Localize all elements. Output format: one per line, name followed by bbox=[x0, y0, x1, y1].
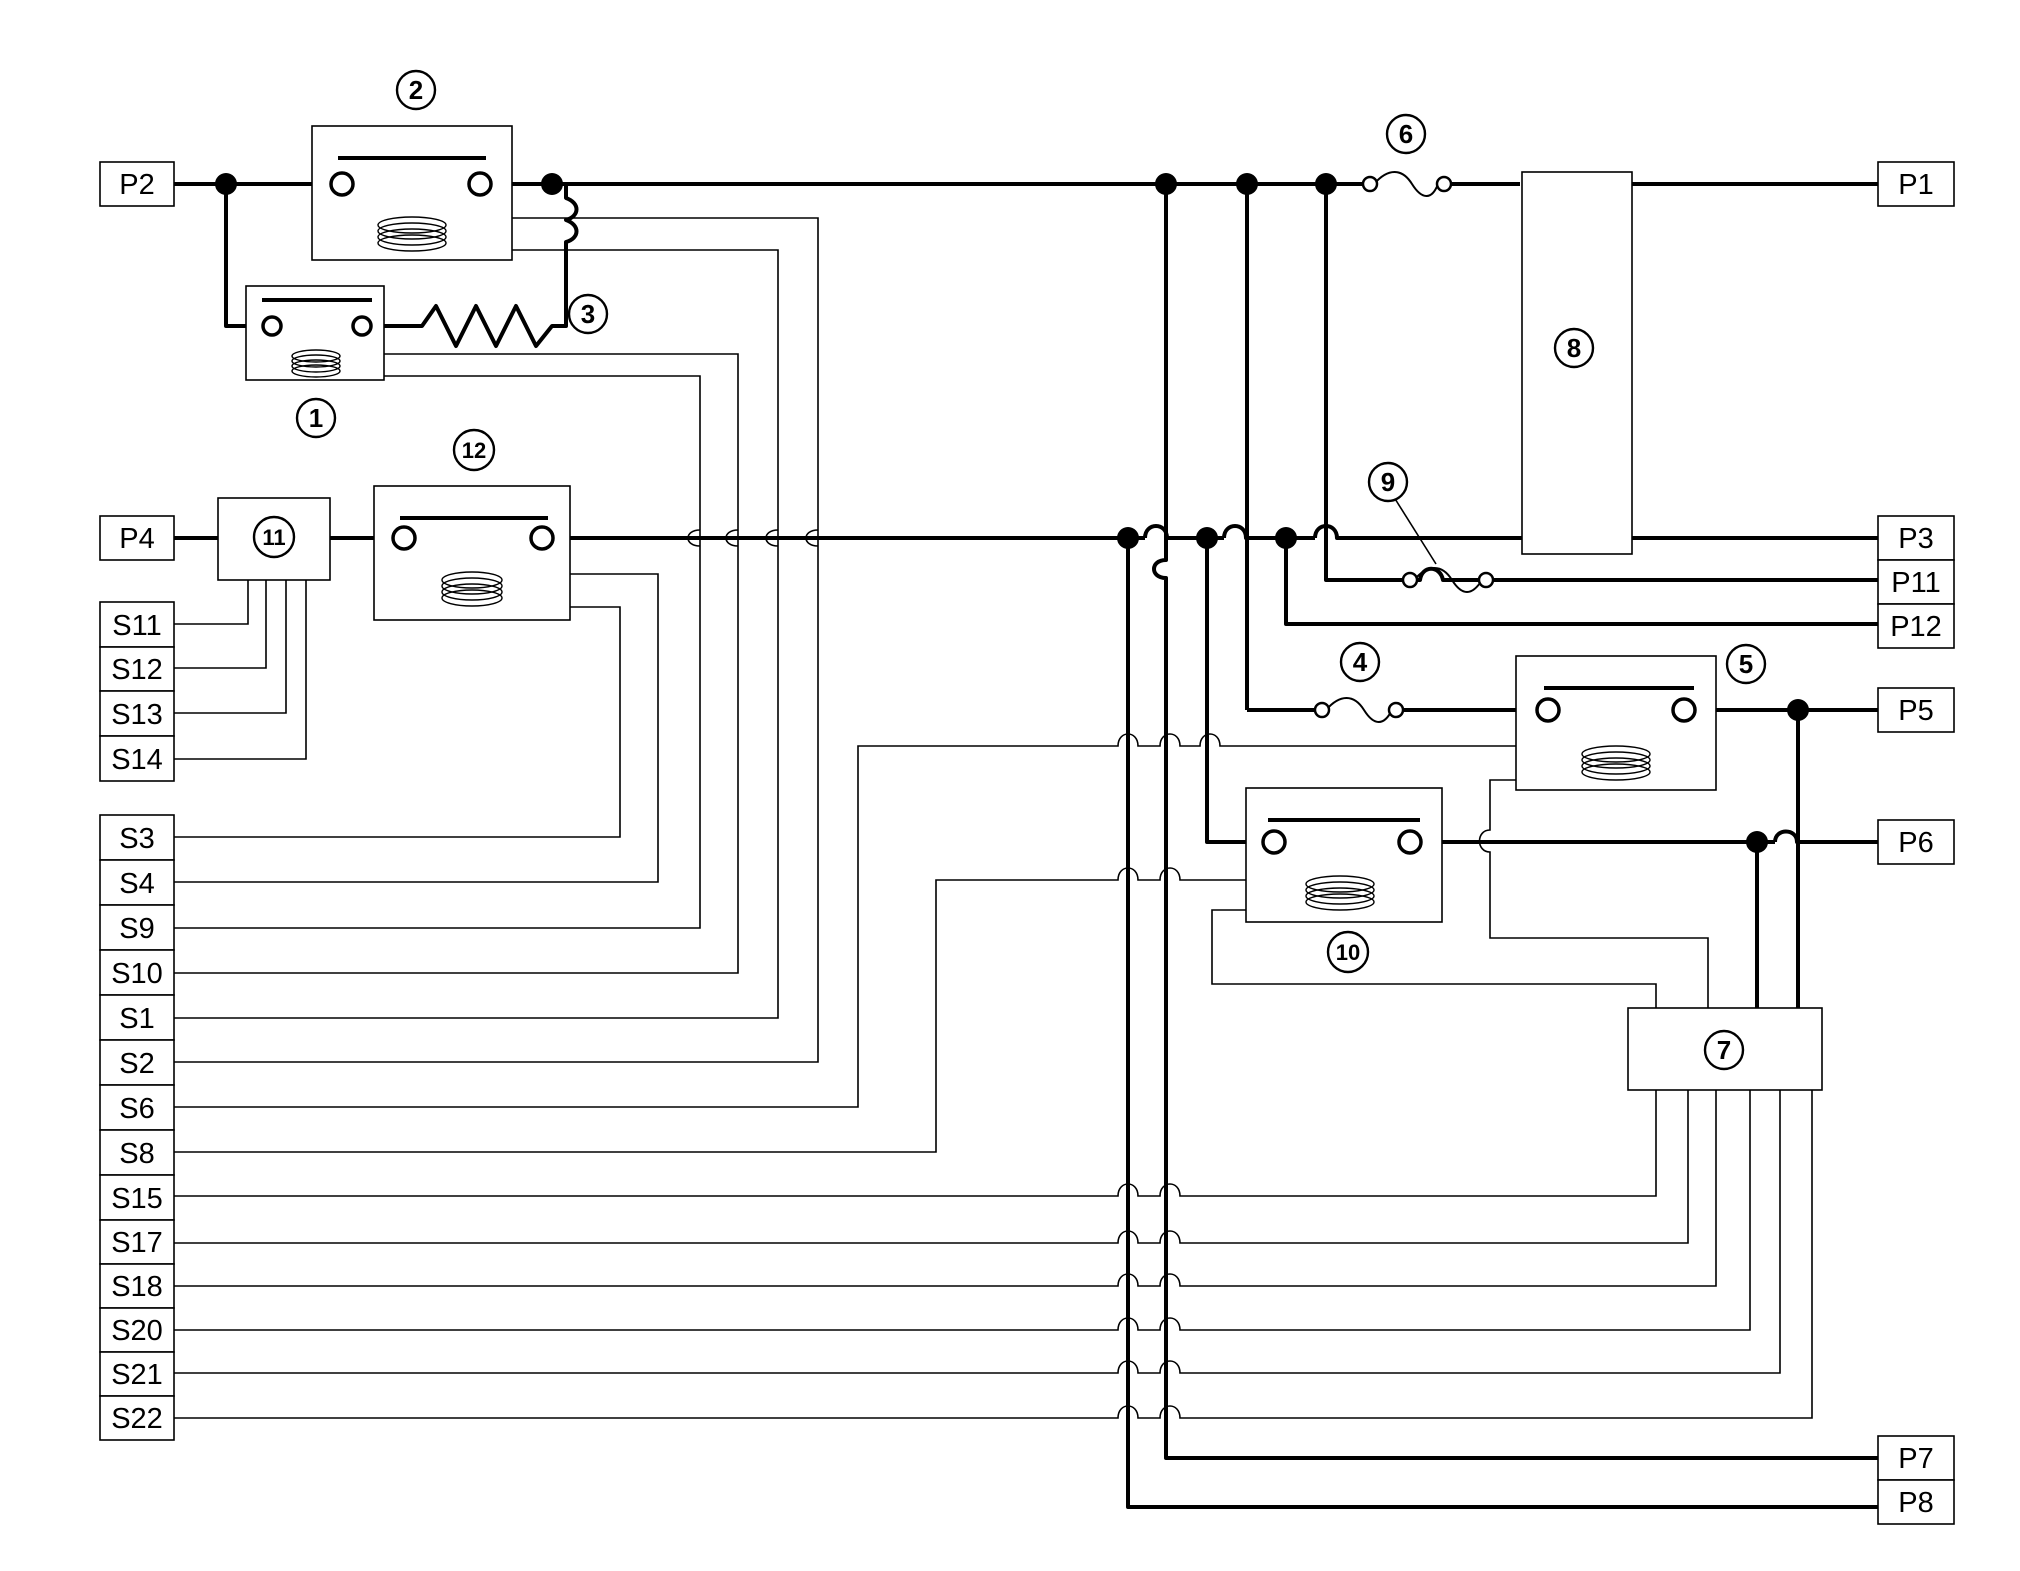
terminal-s11: S11 bbox=[112, 610, 161, 642]
terminal-s2: S2 bbox=[119, 1048, 154, 1080]
svg-text:6: 6 bbox=[1399, 119, 1413, 149]
component-number-10: 10 bbox=[1326, 930, 1370, 974]
component-number-1: 1 bbox=[295, 397, 337, 439]
terminal-s14: S14 bbox=[111, 744, 163, 776]
svg-text:2: 2 bbox=[409, 75, 423, 105]
component-number-9: 9 bbox=[1367, 461, 1409, 503]
terminal-p1: P1 bbox=[1898, 169, 1933, 201]
terminal-s21: S21 bbox=[111, 1359, 163, 1391]
component-number-4: 4 bbox=[1339, 641, 1381, 683]
terminal-s22: S22 bbox=[111, 1403, 163, 1435]
fuse-4 bbox=[1313, 697, 1405, 723]
right-terminals: P1 P3 P11 P12 P5 P6 P7 P8 bbox=[1877, 161, 1955, 1525]
terminal-p11: P11 bbox=[1891, 567, 1940, 599]
coil-icon bbox=[1581, 745, 1651, 781]
terminal-s13: S13 bbox=[111, 699, 163, 731]
signal-wires bbox=[174, 217, 1813, 1419]
coil-icon bbox=[377, 216, 447, 252]
svg-text:7: 7 bbox=[1717, 1035, 1731, 1065]
terminal-p3: P3 bbox=[1898, 523, 1933, 555]
terminal-s15: S15 bbox=[111, 1183, 163, 1215]
svg-text:11: 11 bbox=[262, 525, 285, 550]
fuse-6 bbox=[1361, 171, 1453, 197]
left-terminals: P2 P4 S11 S12 S13 S14 S3 S4 S9 S10 S1 S2… bbox=[99, 161, 175, 1441]
power-wires bbox=[174, 182, 1878, 1509]
contactor-10 bbox=[1245, 787, 1443, 923]
terminal-s12: S12 bbox=[111, 654, 163, 686]
contactor-1 bbox=[245, 285, 385, 381]
svg-text:8: 8 bbox=[1567, 333, 1581, 363]
terminal-s17: S17 bbox=[111, 1227, 163, 1259]
component-number-12: 12 bbox=[452, 428, 496, 472]
contactor-12 bbox=[373, 485, 571, 621]
svg-text:5: 5 bbox=[1739, 649, 1753, 679]
terminal-p6: P6 bbox=[1898, 827, 1933, 859]
terminal-s4: S4 bbox=[119, 868, 154, 900]
component-number-5: 5 bbox=[1725, 643, 1767, 685]
terminal-s1: S1 bbox=[119, 1003, 154, 1035]
terminal-p7: P7 bbox=[1898, 1443, 1933, 1475]
terminal-p12: P12 bbox=[1890, 611, 1942, 643]
junction-dots bbox=[215, 173, 1809, 853]
svg-text:1: 1 bbox=[309, 403, 323, 433]
component-number-11: 11 bbox=[252, 515, 296, 559]
component-number-6: 6 bbox=[1385, 113, 1427, 155]
svg-text:10: 10 bbox=[1336, 940, 1360, 965]
terminal-s8: S8 bbox=[119, 1138, 154, 1170]
coil-icon bbox=[441, 571, 503, 607]
terminal-s3: S3 bbox=[119, 823, 154, 855]
component-numbers: 1 2 3 4 5 6 7 8 bbox=[252, 69, 1767, 1071]
contactor-5 bbox=[1515, 655, 1717, 791]
component-number-2: 2 bbox=[395, 69, 437, 111]
terminal-s9: S9 bbox=[119, 913, 154, 945]
svg-text:9: 9 bbox=[1381, 467, 1395, 497]
terminal-p8: P8 bbox=[1898, 1487, 1933, 1519]
svg-text:4: 4 bbox=[1353, 647, 1368, 677]
terminal-s6: S6 bbox=[119, 1093, 154, 1125]
terminal-p5: P5 bbox=[1898, 695, 1933, 727]
fuse-9 bbox=[1324, 493, 1495, 593]
component-number-3: 3 bbox=[567, 293, 609, 335]
terminal-p2: P2 bbox=[119, 169, 154, 201]
svg-text:3: 3 bbox=[581, 299, 595, 329]
coil-icon bbox=[291, 349, 341, 378]
coil-icon bbox=[1305, 875, 1375, 911]
terminal-s10: S10 bbox=[111, 958, 163, 990]
component-number-7: 7 bbox=[1703, 1029, 1745, 1071]
contactor-2 bbox=[311, 125, 513, 261]
terminal-s20: S20 bbox=[111, 1315, 163, 1347]
component-number-8: 8 bbox=[1553, 327, 1595, 369]
terminal-s18: S18 bbox=[111, 1271, 163, 1303]
svg-text:12: 12 bbox=[462, 438, 486, 463]
terminal-p4: P4 bbox=[119, 523, 154, 555]
